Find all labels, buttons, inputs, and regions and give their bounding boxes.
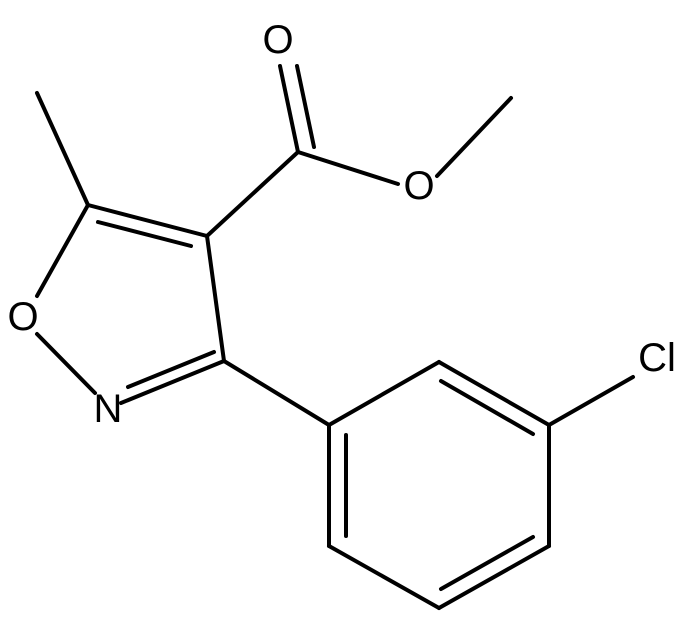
bond-carbonyl-double-a [278, 64, 300, 154]
bond-ph2-ph3-inner [439, 379, 535, 436]
bond-o1-n2 [35, 332, 97, 395]
bond-c4-c5-inner [96, 220, 193, 248]
bond-carbonyl-c-ester-o [296, 150, 400, 186]
bond-ph2-ph3-outer [437, 360, 551, 427]
bond-ph1-ph2 [327, 360, 441, 427]
bond-c5-o1 [35, 203, 90, 298]
ring-oxygen-label: O [7, 295, 38, 339]
bond-carbonyl-double-b [295, 64, 316, 149]
bond-ph4-ph5-outer [437, 544, 551, 610]
chlorine-label: Cl [638, 336, 676, 380]
bond-c3-phenyl [222, 359, 331, 427]
bond-n2-c3-outer [119, 359, 226, 405]
bond-ph5-ph6 [327, 544, 441, 610]
bond-c5-methyl [35, 91, 90, 207]
bond-c4-carbonyl-c [205, 150, 300, 238]
bond-n2-c3-inner [126, 350, 216, 389]
bond-c4-c5-outer [86, 203, 209, 238]
ester-oxygen-label: O [403, 164, 434, 208]
bond-ph4-ph5-inner [439, 535, 535, 591]
ring-nitrogen-label: N [94, 387, 123, 431]
bond-c3-c4 [205, 234, 226, 363]
carbonyl-oxygen-label: O [262, 18, 293, 62]
bond-ester-o-methyl [435, 96, 513, 178]
bond-ph3-cl [547, 375, 635, 427]
